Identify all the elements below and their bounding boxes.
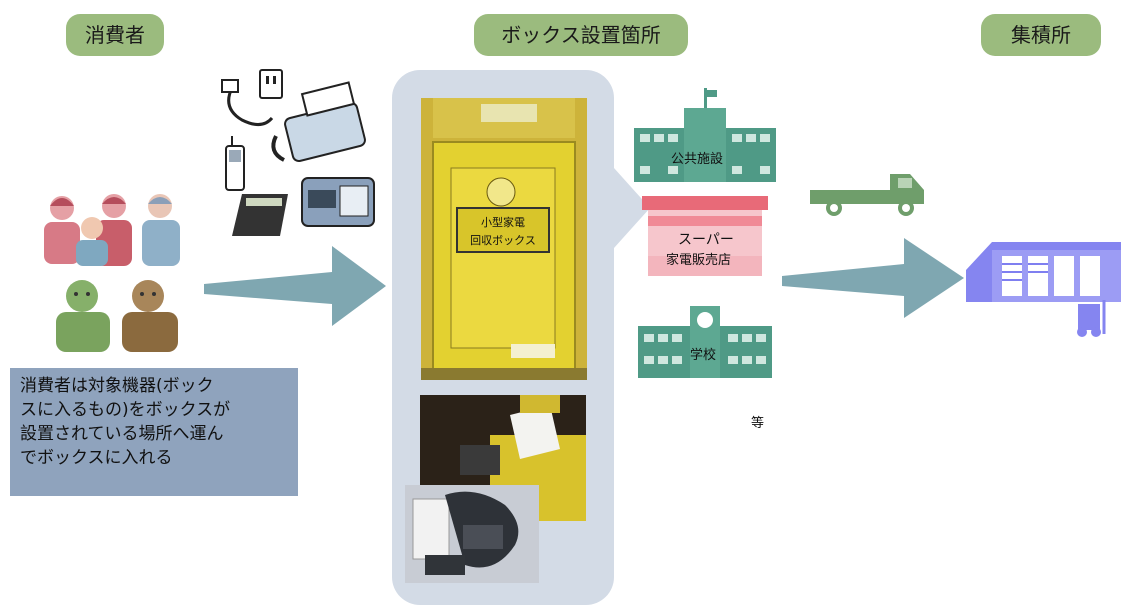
family-icon	[44, 194, 180, 352]
box-sign-line2: 回収ボックス	[470, 234, 536, 247]
flow-arrow-1	[204, 246, 386, 326]
public-facility-icon	[634, 88, 776, 182]
mobile-phone-icon	[225, 136, 245, 191]
header-box-location: ボックス設置箇所	[474, 14, 688, 56]
etc-label: 等	[751, 416, 765, 431]
collected-items-photo	[405, 485, 539, 583]
calculator-icon	[232, 194, 288, 236]
school-icon	[638, 306, 772, 378]
store-label-line1: スーパー	[678, 232, 734, 248]
box-sign-line1: 小型家電	[481, 215, 525, 229]
collection-box-photo: 小型家電 回収ボックス	[421, 98, 587, 380]
consumer-note: 消費者は対象機器(ボック スに入るもの)をボックスが 設置されている場所へ運ん …	[10, 368, 298, 496]
school-label: 学校	[690, 348, 717, 363]
header-collection-point: 集積所	[981, 14, 1101, 56]
flow-arrow-2	[782, 238, 964, 318]
fax-icon	[271, 81, 366, 163]
warehouse-icon	[966, 242, 1121, 337]
truck-icon	[810, 174, 924, 216]
store-icon	[642, 196, 768, 276]
radio-icon	[301, 177, 375, 227]
power-plug-icon	[221, 69, 283, 126]
location-connector	[614, 168, 650, 248]
public-facility-label: 公共施設	[671, 152, 724, 167]
store-label-line2: 家電販売店	[666, 253, 732, 268]
appliances-icon	[221, 69, 375, 236]
header-consumer: 消費者	[66, 14, 164, 56]
